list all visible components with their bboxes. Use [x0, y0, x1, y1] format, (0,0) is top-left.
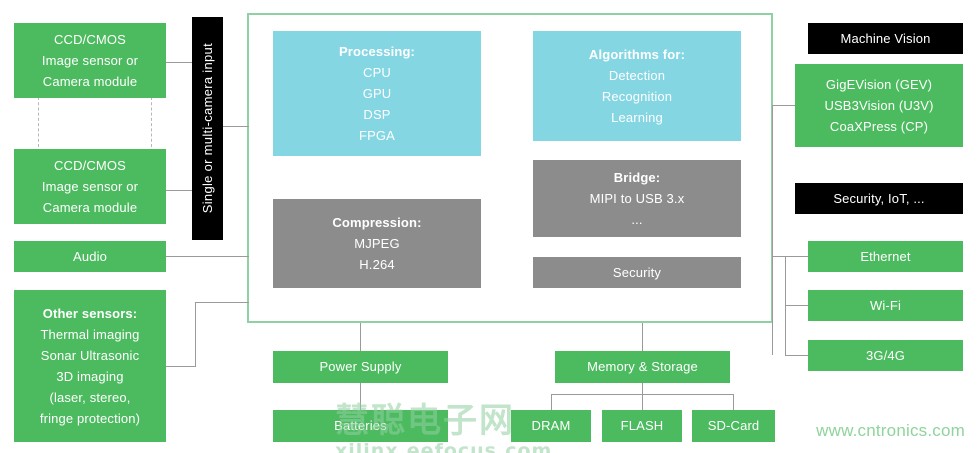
processing-line3: DSP [363, 107, 391, 123]
sensor-box-1[interactable]: CCD/CMOS Image sensor or Camera module [14, 23, 166, 98]
algorithms-box[interactable]: Algorithms for: Detection Recognition Le… [533, 31, 741, 141]
connector-other-sensors-v [195, 302, 196, 367]
memory-storage-box[interactable]: Memory & Storage [555, 351, 730, 383]
bridge-box[interactable]: Bridge: MIPI to USB 3.x ... [533, 160, 741, 237]
processing-line2: GPU [362, 85, 392, 101]
security-label: Security [612, 264, 662, 280]
other-sensors-line1: Thermal imaging [40, 326, 140, 342]
compression-line1: MJPEG [354, 235, 400, 251]
mobile-network-box[interactable]: 3G/4G [808, 340, 963, 371]
compression-box[interactable]: Compression: MJPEG H.264 [273, 199, 481, 288]
processing-header: Processing: [338, 43, 416, 59]
other-sensors-line3: 3D imaging [56, 369, 124, 384]
sensor-box-1-line1: CCD/CMOS [54, 31, 126, 47]
connector-trunk-to-wifi [785, 305, 808, 306]
machine-vision-header-label: Machine Vision [840, 30, 931, 46]
connector-trunk-to-mobile [785, 355, 808, 356]
audio-box[interactable]: Audio [14, 241, 166, 272]
connector-core-to-power-supply [360, 323, 361, 352]
dram-box[interactable]: DRAM [511, 410, 591, 442]
camera-input-label: Single or multi-camera input [192, 17, 223, 240]
machine-vision-header-box: Machine Vision [808, 23, 963, 54]
batteries-label: Batteries [334, 418, 387, 434]
connector-sensor-stack-dashed-right [151, 97, 152, 147]
watermark-url: www.cntronics.com [816, 421, 965, 440]
flash-label: FLASH [620, 418, 664, 434]
other-sensors-header: Other sensors: [42, 305, 138, 321]
connector-audio-to-core [166, 256, 249, 257]
connector-memory-to-dram [551, 394, 552, 411]
sensor-box-2-line1: CCD/CMOS [54, 157, 126, 173]
connector-right-trunk [772, 105, 773, 355]
security-box[interactable]: Security [533, 257, 741, 288]
wifi-label: Wi-Fi [869, 297, 902, 313]
power-supply-label: Power Supply [319, 359, 402, 375]
machine-vision-box[interactable]: GigEVision (GEV) USB3Vision (U3V) CoaXPr… [795, 64, 963, 147]
connector-trunk-to-ethernet [772, 256, 808, 257]
connector-memory-v [642, 382, 643, 411]
mobile-network-label: 3G/4G [865, 347, 906, 363]
connector-sensor-stack-dashed-left [38, 97, 39, 147]
processing-line1: CPU [363, 64, 391, 80]
sensor-box-2-line3: Camera module [42, 200, 138, 216]
other-sensors-line5: fringe protection) [39, 411, 141, 427]
camera-input-label-text: Single or multi-camera input [200, 43, 215, 214]
security-iot-header-box: Security, IoT, ... [795, 183, 963, 214]
wifi-box[interactable]: Wi-Fi [808, 290, 963, 321]
connector-core-to-machine-vision [772, 105, 808, 106]
processing-line4: FPGA [359, 128, 395, 144]
sd-card-label: SD-Card [707, 418, 760, 434]
security-iot-header-label: Security, IoT, ... [833, 190, 925, 206]
bridge-header: Bridge: [613, 169, 661, 185]
connector-memory-bus [551, 394, 733, 395]
other-sensors-line4: (laser, stereo, [49, 390, 131, 406]
connector-other-sensors-h1 [166, 366, 195, 367]
machine-vision-line3: CoaXPress (CP) [829, 119, 929, 135]
algorithms-line3: Learning [611, 110, 663, 126]
dram-label: DRAM [531, 418, 571, 434]
connector-other-sensors-h2 [195, 302, 249, 303]
algorithms-line1: Detection [608, 67, 666, 83]
sensor-box-1-line2: Image sensor or [41, 52, 139, 68]
connector-power-supply-to-batteries [360, 382, 361, 411]
bridge-line2: ... [631, 212, 643, 228]
sd-card-box[interactable]: SD-Card [692, 410, 775, 442]
batteries-box[interactable]: Batteries [273, 410, 448, 442]
sensor-box-1-line3: Camera module [42, 74, 138, 90]
ethernet-label: Ethernet [860, 248, 911, 264]
connector-sensor1-to-camera-input [166, 62, 195, 63]
algorithms-line2: Recognition [601, 89, 673, 104]
sensor-box-2-line2: Image sensor or [41, 178, 139, 194]
connector-memory-to-sdcard [733, 394, 734, 411]
flash-box[interactable]: FLASH [602, 410, 682, 442]
compression-header: Compression: [332, 214, 422, 230]
algorithms-header: Algorithms for: [588, 46, 686, 62]
audio-label: Audio [73, 248, 107, 264]
ethernet-box[interactable]: Ethernet [808, 241, 963, 272]
machine-vision-line2: USB3Vision (U3V) [824, 97, 934, 113]
other-sensors-line2: Sonar Ultrasonic [40, 347, 140, 363]
machine-vision-line1: GigEVision (GEV) [825, 76, 933, 92]
connector-camera-input-to-core [223, 126, 249, 127]
connector-core-to-memory [642, 323, 643, 352]
connector-sensor2-to-camera-input [166, 190, 195, 191]
processing-box[interactable]: Processing: CPU GPU DSP FPGA [273, 31, 481, 156]
compression-line2: H.264 [359, 257, 395, 273]
power-supply-box[interactable]: Power Supply [273, 351, 448, 383]
sensor-box-2[interactable]: CCD/CMOS Image sensor or Camera module [14, 149, 166, 224]
bridge-line1: MIPI to USB 3.x [589, 190, 685, 206]
memory-storage-label: Memory & Storage [587, 359, 698, 375]
other-sensors-box[interactable]: Other sensors: Thermal imaging Sonar Ult… [14, 290, 166, 442]
